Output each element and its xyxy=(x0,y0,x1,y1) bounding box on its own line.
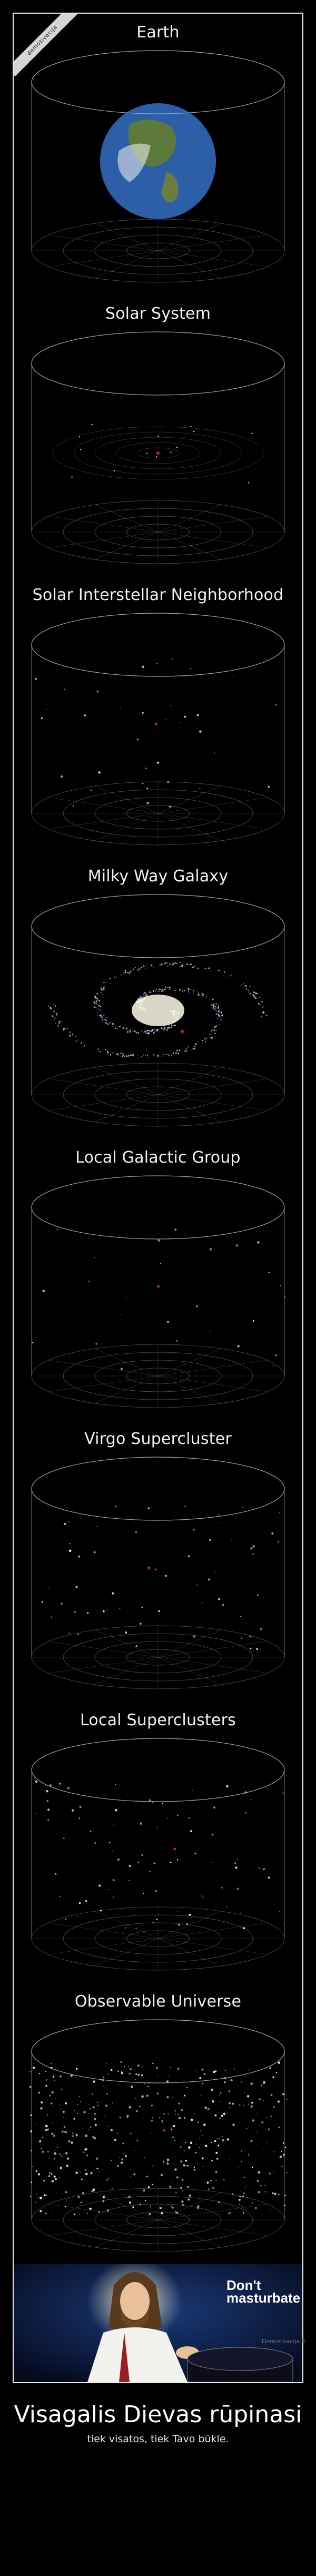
star-field xyxy=(32,1226,286,1370)
meme-line: Don't xyxy=(226,2277,261,2293)
jesus-panel: · Don't masturbate xyxy=(14,2259,302,2382)
jesus-illustration: · xyxy=(14,2259,302,2382)
section-local-superclusters: Local Superclusters xyxy=(14,1702,302,1983)
section-title: Local Superclusters xyxy=(80,1711,236,1729)
scale-cylinder xyxy=(31,1738,285,1971)
section-virgo: Virgo Supercluster xyxy=(14,1420,302,1702)
star-field xyxy=(35,1780,284,1930)
poster-frame: demotivacija Earth Solar System Solar In… xyxy=(13,13,303,2383)
scale-cylinder xyxy=(31,1175,286,1408)
solar-orbits xyxy=(52,424,264,484)
meme-text: Don't masturbate xyxy=(226,2277,301,2306)
galaxy-spiral xyxy=(48,962,268,1059)
scale-cylinder xyxy=(29,2019,288,2252)
svg-text:·: · xyxy=(255,2370,256,2375)
meme-line: masturbate xyxy=(226,2290,301,2306)
poster-subtitle: tiek visatos, tiek Tavo būkle. xyxy=(87,2433,229,2445)
poster-title: Visagalis Dievas rūpinasi xyxy=(14,2401,302,2428)
poster-caption: Visagalis Dievas rūpinasi tiek visatos, … xyxy=(13,2383,303,2445)
section-observable-universe: Observable Universe xyxy=(14,1983,302,2264)
section-title: Solar System xyxy=(105,304,211,323)
section-solar-system: Solar System xyxy=(14,295,302,576)
section-title: Milky Way Galaxy xyxy=(87,867,229,886)
section-title: Virgo Supercluster xyxy=(84,1430,232,1448)
star-field xyxy=(35,658,277,808)
scale-cylinder xyxy=(31,613,285,845)
section-earth: Earth xyxy=(14,14,302,295)
section-title: Earth xyxy=(136,23,180,42)
section-title: Local Galactic Group xyxy=(75,1148,241,1167)
section-local-group: Local Galactic Group xyxy=(14,1139,302,1420)
star-field xyxy=(29,2061,288,2216)
star-field xyxy=(41,1506,280,1650)
section-title: Observable Universe xyxy=(74,1992,242,2011)
scale-cylinder xyxy=(31,50,285,283)
scale-cylinder xyxy=(31,894,285,1127)
section-title: Solar Interstellar Neighborhood xyxy=(32,586,284,604)
section-interstellar: Solar Interstellar Neighborhood xyxy=(14,576,302,858)
earth-globe xyxy=(100,103,216,219)
watermark: Demotivacija.lt xyxy=(261,2338,305,2345)
scale-cylinder xyxy=(31,1457,285,1689)
scale-cylinder xyxy=(31,331,285,564)
section-milky-way: Milky Way Galaxy xyxy=(14,858,302,1139)
